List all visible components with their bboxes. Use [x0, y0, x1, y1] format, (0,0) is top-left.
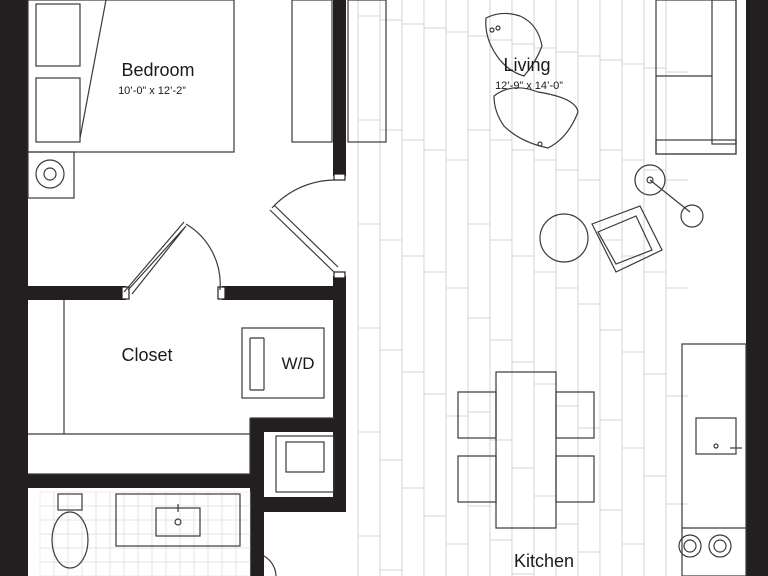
lounge-chair-1 — [485, 12, 543, 77]
toilet — [51, 493, 89, 569]
water-heater — [27, 151, 75, 199]
cooktop — [678, 534, 732, 558]
closet-door-jamb-right — [217, 286, 226, 300]
bedroom-label: Bedroom — [121, 60, 194, 80]
kitchen-label: Kitchen — [514, 551, 574, 571]
dining-chair — [555, 455, 595, 503]
dining-table — [457, 371, 595, 529]
closet-label: Closet — [121, 345, 172, 365]
lounge-chair-2 — [493, 87, 579, 149]
bedroom-dimensions: 10’-0” x 12’-2” — [118, 85, 186, 97]
armchair — [591, 205, 663, 273]
bathroom-tile — [39, 491, 251, 576]
living-label: Living — [503, 55, 550, 75]
exterior-wall-right — [746, 0, 768, 576]
side-table — [539, 213, 589, 263]
bed — [27, 0, 235, 153]
closet-bifold-door[interactable] — [123, 221, 221, 295]
bathroom-door[interactable] — [263, 555, 277, 576]
bedroom-door[interactable] — [269, 179, 339, 273]
bath-wall-top — [28, 474, 250, 488]
kitchen-sink — [695, 417, 742, 455]
bedroom-living-wall-upper — [333, 0, 346, 176]
dining-chair — [457, 455, 497, 503]
bed-pillow-right — [35, 77, 81, 143]
bedroom-wardrobe — [291, 0, 387, 143]
utility-wall-left — [250, 418, 264, 576]
bedroom-closet-wall-left — [28, 286, 126, 300]
door-jambs — [121, 173, 346, 300]
utility-wall-bottom — [262, 497, 346, 512]
closet-door-jamb-left — [121, 286, 130, 300]
washer-dryer-label: W/D — [281, 354, 314, 373]
exterior-wall-left — [0, 0, 28, 576]
dining-chair — [457, 391, 497, 439]
bathroom-vanity — [115, 493, 241, 547]
closet-living-wall — [333, 276, 346, 512]
bedroom-door-jamb-bottom — [333, 271, 346, 279]
closet-shelving — [28, 300, 334, 475]
living-dimensions: 12’-9” x 14’-0” — [495, 80, 563, 92]
kitchen-counter — [681, 343, 747, 576]
bedroom-door-jamb-top — [333, 173, 346, 181]
sofa — [655, 0, 737, 155]
bed-pillow-left — [35, 3, 81, 67]
utility-wall-top — [250, 418, 346, 432]
floor-lamp — [634, 164, 704, 228]
bedroom-closet-wall-right — [222, 286, 346, 300]
washer-dryer — [241, 327, 325, 399]
utility-sink — [275, 435, 335, 493]
dining-chair — [555, 391, 595, 439]
